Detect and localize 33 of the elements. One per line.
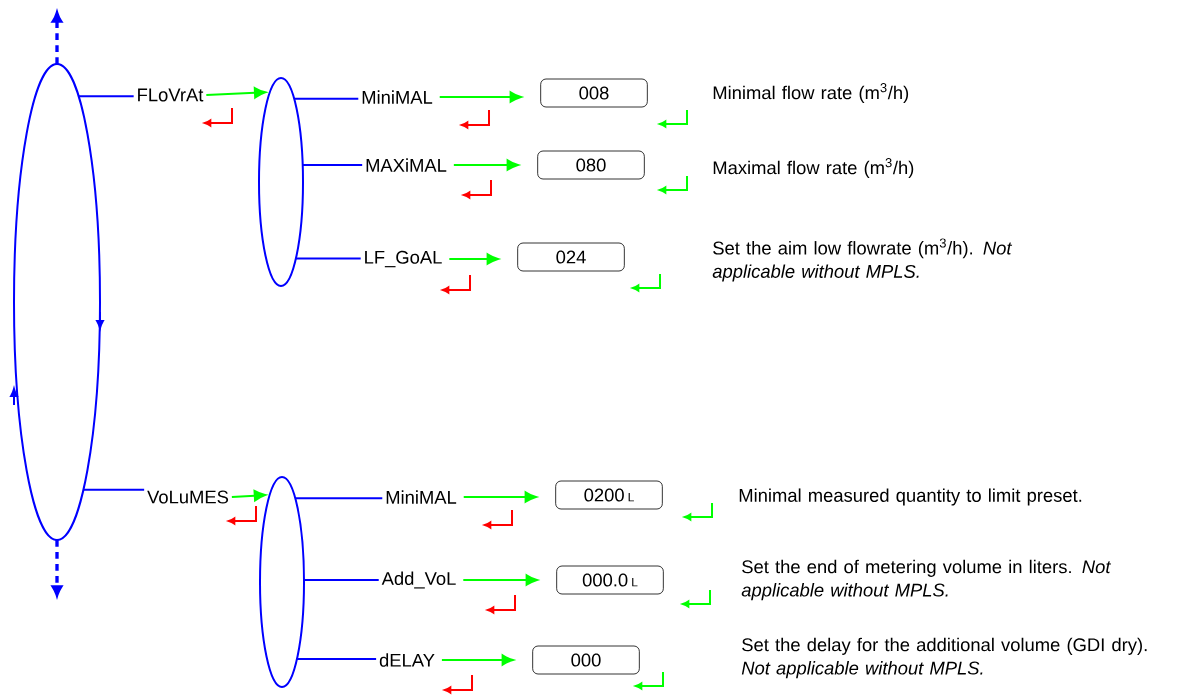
description-text: Minimal flow rate (m$^{3}$/h) xyxy=(713,83,909,103)
connector-arrow xyxy=(448,253,499,265)
connector-arrow xyxy=(51,11,63,64)
menu-item: MiniMAL xyxy=(386,490,457,504)
value-display: 080 xyxy=(537,150,645,180)
value-display: 024 xyxy=(517,242,625,272)
description-text: Set the delay for the additional volume (GDI dry). Not applicable without MPLS. xyxy=(741,637,1147,679)
description-text: Set the aim low flowrate (m$^{3}$/h). Not applicable without MPLS. xyxy=(712,238,1013,282)
value-display: 0200 L xyxy=(555,480,663,510)
menu-loop-ellipse xyxy=(259,476,305,688)
value-display: 008 xyxy=(540,78,648,108)
value-display: 000 xyxy=(532,645,640,675)
connector-arrow xyxy=(51,540,63,597)
connector-arrow xyxy=(205,87,267,99)
menu-item: MAXiMAL xyxy=(366,158,447,172)
description-text: Minimal measured quantity to limit preset. xyxy=(739,488,1082,506)
connector-arrow xyxy=(440,654,514,666)
description-text: Set the end of metering volume in liters. Not applicable without MPLS. xyxy=(741,559,1112,601)
connector-arrow xyxy=(452,159,519,171)
menu-item: MiniMAL xyxy=(362,90,433,104)
menu-item: dELAY xyxy=(379,653,435,667)
menu-loop-ellipse xyxy=(13,63,101,541)
menu-item: VoLuMES xyxy=(147,490,229,504)
menu-item: LF_GoAL xyxy=(365,250,442,268)
connector-arrow xyxy=(438,91,522,103)
connector-arrow xyxy=(230,489,266,502)
value-display: 000.0 L xyxy=(556,565,664,595)
menu-loop-ellipse xyxy=(258,77,304,287)
menu-item: FLoVrAt xyxy=(138,88,204,102)
connector-arrow xyxy=(462,574,538,586)
menu-item: Add_VoL xyxy=(381,571,456,589)
description-text: Maximal flow rate (m$^{3}$/h) xyxy=(713,158,914,178)
connector-arrow xyxy=(462,491,537,503)
